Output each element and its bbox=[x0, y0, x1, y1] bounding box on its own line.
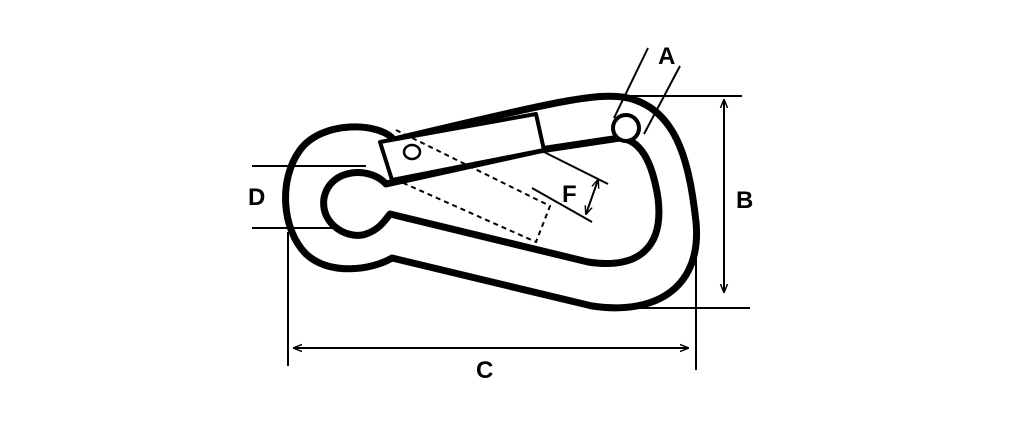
carabiner-inner-outline bbox=[320, 134, 663, 267]
gate-rivet bbox=[402, 143, 422, 161]
dimension-d-label: D bbox=[248, 184, 265, 211]
dimension-b-label: B bbox=[736, 187, 753, 214]
dimension-f-arrow bbox=[586, 180, 598, 214]
gate-pivot-divider bbox=[378, 141, 394, 181]
dimension-a-label: A bbox=[658, 43, 675, 70]
dimension-f-ext-2 bbox=[531, 187, 593, 223]
dimension-c-label: C bbox=[476, 357, 493, 384]
dimension-f-label: F bbox=[562, 181, 577, 208]
dimension-f-ext-1 bbox=[543, 151, 609, 185]
gate-hidden-spring-outline bbox=[391, 129, 552, 244]
hook-pin bbox=[611, 113, 641, 143]
dimension-a-line-1 bbox=[613, 47, 649, 119]
dimension-a-line-2 bbox=[643, 65, 681, 135]
